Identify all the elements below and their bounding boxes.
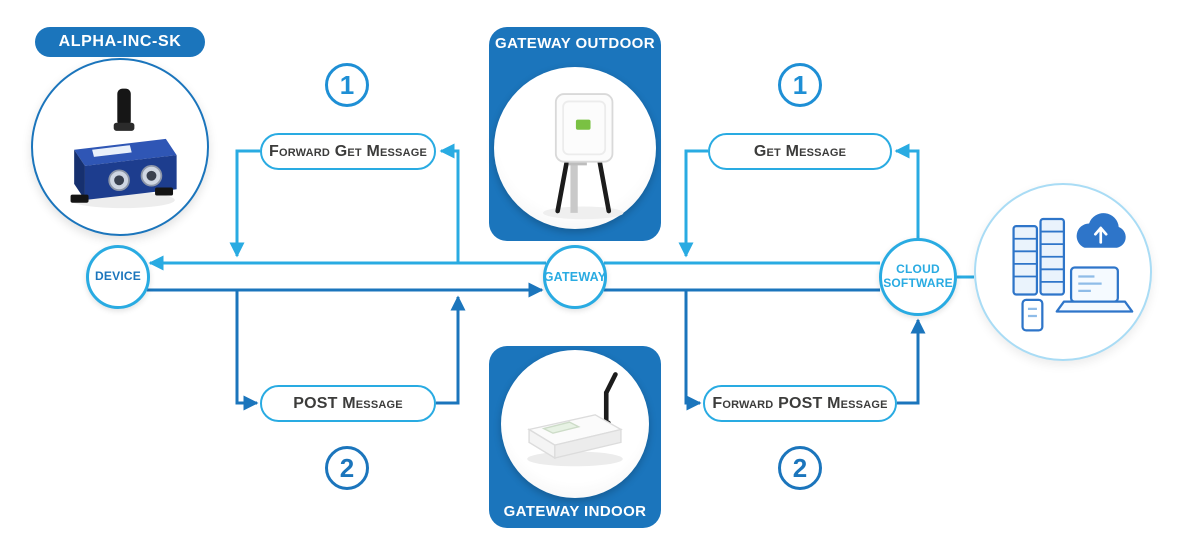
cloud-to-get-message-line: [894, 143, 920, 240]
gateway-branch-to-forward-post-line: [684, 290, 702, 411]
forward-get-message-pill: Forward Get Message: [260, 133, 436, 170]
outdoor-gateway-illustration: [543, 93, 624, 220]
alpha-inc-sk-header: ALPHA-INC-SK: [35, 27, 205, 57]
indoor-gateway-photo: [501, 350, 649, 498]
gateway-node-label: GATEWAY: [543, 269, 607, 284]
cloud-software-node: CLOUD SOFTWARE: [879, 238, 957, 316]
device-branch-to-post-line: [235, 290, 259, 411]
step-2-badge-right: 2: [778, 446, 822, 490]
indoor-gateway-illustration: [527, 372, 623, 467]
gateway-outdoor-header: GATEWAY OUTDOOR: [495, 35, 655, 52]
post-message-pill: POST Message: [260, 385, 436, 422]
device-photo: [31, 58, 209, 236]
step-2-badge-left: 2: [325, 446, 369, 490]
step-1-badge-left: 1: [325, 63, 369, 107]
cloud-node-label-line1: CLOUD: [896, 262, 940, 277]
step-1-badge-right: 1: [778, 63, 822, 107]
cloud-software-illustration-art: [1012, 213, 1134, 332]
forward-get-to-device-line: [229, 149, 260, 258]
forward-post-message-label: Forward POST Message: [712, 394, 888, 412]
forward-post-message-pill: Forward POST Message: [703, 385, 897, 422]
gateway-outdoor-card: GATEWAY OUTDOOR: [489, 27, 661, 241]
post-message-label: POST Message: [293, 394, 403, 412]
gateway-indoor-card: GATEWAY INDOOR: [489, 346, 661, 528]
post-to-gateway-line: [436, 295, 466, 405]
get-message-pill: Get Message: [708, 133, 892, 170]
device-node: DEVICE: [86, 245, 150, 309]
gateway-node: GATEWAY: [543, 245, 607, 309]
outdoor-gateway-photo: [494, 67, 656, 229]
cloud-software-illustration: [974, 183, 1152, 361]
device-photo-illustration: [70, 88, 177, 209]
device-node-label: DEVICE: [95, 269, 141, 284]
forward-get-message-label: Forward Get Message: [268, 142, 428, 160]
get-message-label: Get Message: [753, 142, 847, 160]
cloud-node-label-line2: SOFTWARE: [883, 276, 953, 290]
get-message-to-gateway-line: [678, 149, 708, 258]
gateway-branch-to-forward-get-line: [439, 143, 460, 263]
forward-post-to-cloud-line: [897, 318, 926, 405]
gateway-indoor-header: GATEWAY INDOOR: [503, 503, 647, 520]
